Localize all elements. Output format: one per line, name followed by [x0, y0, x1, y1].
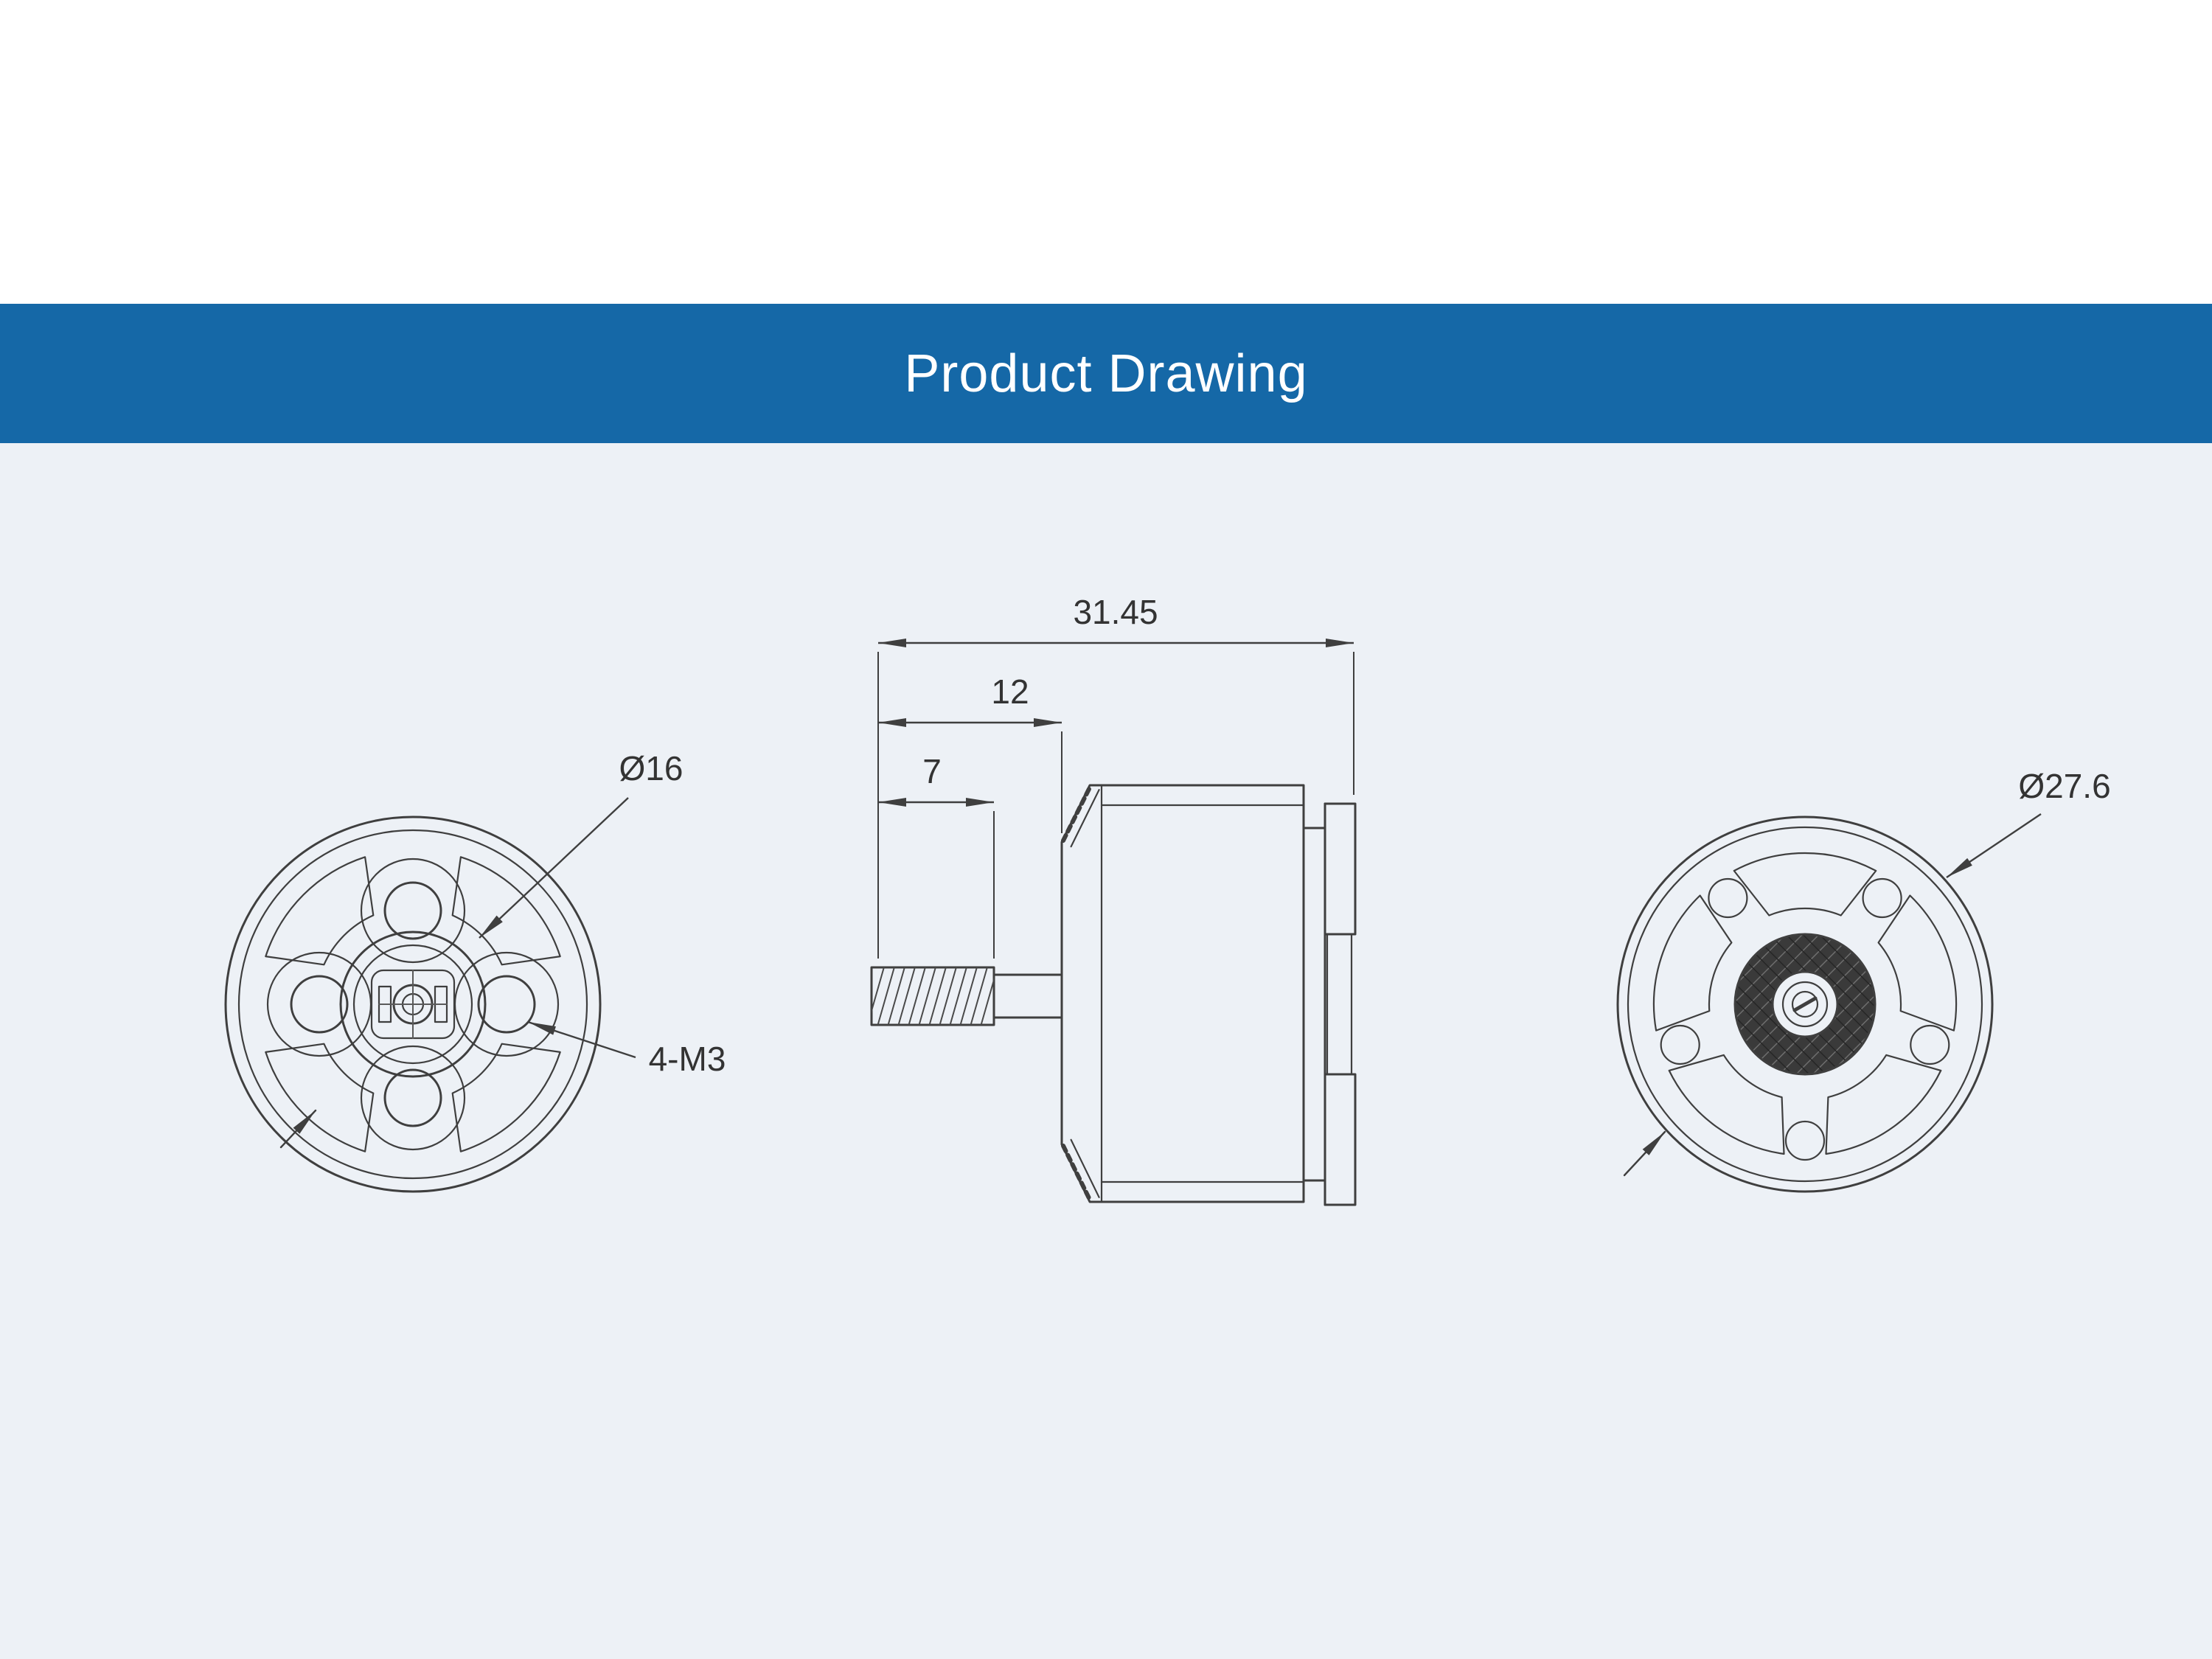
mount-holes-leader-line [527, 1020, 636, 1059]
dim-label-thread-length: 7 [922, 752, 942, 790]
side-smooth-shaft [992, 973, 1063, 1019]
rear-rim-leader-line [1623, 1130, 1666, 1177]
rear-knurled-hub [1733, 933, 1877, 1076]
side-view-dimensions: 31.45 12 7 [877, 593, 1354, 959]
dim-label-mount-holes: 4-M3 [649, 1040, 726, 1078]
dim-label-outer-diameter: Ø27.6 [2018, 767, 2110, 805]
rear-view-dimensions: Ø27.6 [1946, 767, 2111, 878]
rear-rim-holes [1660, 877, 1950, 1161]
rear-cutout [1733, 852, 1877, 917]
front-cutout [451, 1043, 561, 1152]
front-rim-leader-line [279, 1109, 317, 1149]
hub-screw-slot [1792, 996, 1818, 1012]
front-cutout [451, 856, 561, 966]
section-title: Product Drawing [904, 344, 1308, 403]
front-view-center-detail [339, 931, 487, 1078]
side-view-drawing [870, 784, 1357, 1206]
bell-knurl-band [1061, 784, 1103, 1203]
thread-hatching [872, 967, 994, 1025]
side-threaded-shaft [870, 966, 995, 1026]
dim-label-overall-length: 31.45 [1073, 593, 1158, 631]
dim-label-shaft-length: 12 [991, 672, 1029, 711]
front-view-drawing [224, 815, 602, 1193]
section-header-banner: Product Drawing [0, 304, 2212, 443]
rear-cutout [1652, 894, 1733, 1032]
outer-diameter-leader-line [1946, 813, 2042, 878]
front-cutout [265, 856, 375, 966]
bolt-circle-leader-line [479, 797, 629, 939]
rear-cutout [1825, 1054, 1942, 1155]
rear-cutout [1877, 894, 1958, 1032]
front-mount-lobes [266, 858, 560, 1151]
side-mount-flange [1302, 802, 1357, 1206]
side-motor-bell [1060, 784, 1305, 1203]
dim-label-bolt-circle: Ø16 [619, 749, 684, 787]
front-cutout [265, 1043, 375, 1152]
front-view-dimensions: Ø16 4-M3 [479, 749, 726, 1078]
rear-view-drawing [1616, 815, 1994, 1193]
rear-cutout [1668, 1054, 1785, 1155]
